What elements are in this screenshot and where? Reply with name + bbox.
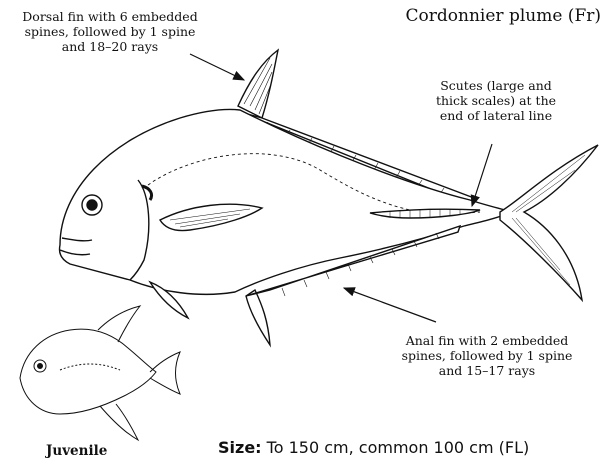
anal-fin-arrow <box>344 288 436 322</box>
dorsal-fin-front <box>238 50 278 118</box>
juvenile-label: Juvenile <box>46 443 107 459</box>
size-value: To 150 cm, common 100 cm (FL) <box>262 438 530 457</box>
size-label: Size: <box>218 438 262 457</box>
page-title: Cordonnier plume (Fr) <box>406 6 601 26</box>
scutes-arrow <box>472 144 492 206</box>
anal-fin-label: Anal fin with 2 embedded spines, followe… <box>378 333 596 378</box>
dorsal-fin-label: Dorsal fin with 6 embedded spines, follo… <box>2 9 218 54</box>
caudal-fin <box>500 145 598 300</box>
anal-fin-front <box>246 290 270 345</box>
size-text: Size: To 150 cm, common 100 cm (FL) <box>218 438 529 457</box>
juvenile-fish <box>20 306 180 440</box>
body-outline <box>59 109 512 294</box>
scutes-label: Scutes (large and thick scales) at the e… <box>404 78 588 123</box>
dorsal-fin-arrow <box>190 54 244 80</box>
